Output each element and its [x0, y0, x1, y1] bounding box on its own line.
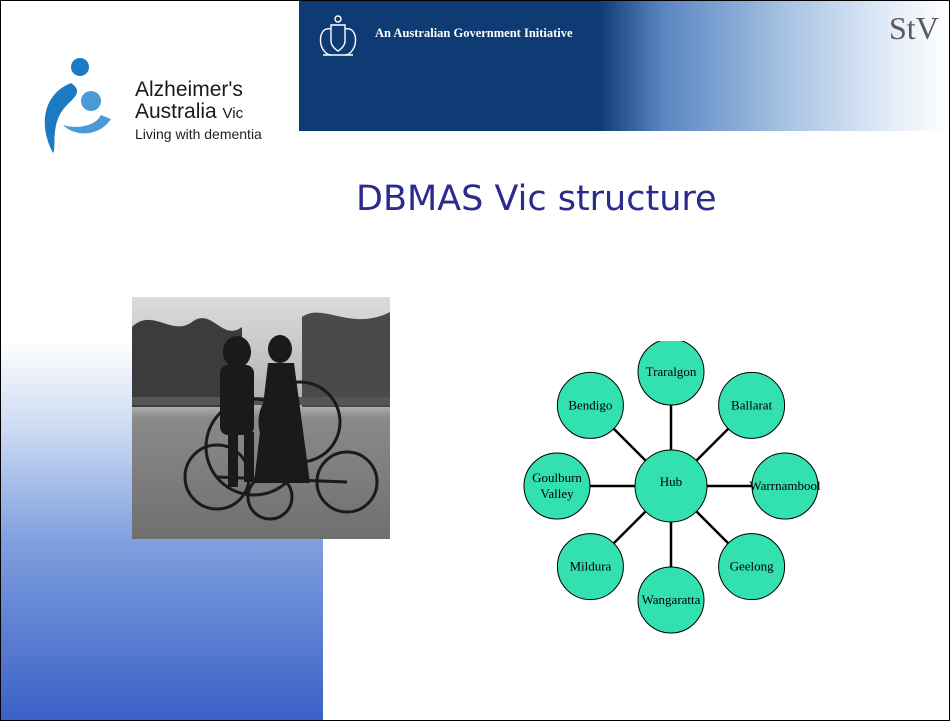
dementia-figure-icon: [44, 58, 111, 153]
spoke-label-wangaratta: Wangaratta: [642, 592, 701, 607]
hub-node: [634, 449, 708, 523]
alzheimers-australia-logo: Alzheimer's Australia Vic Living with de…: [35, 53, 305, 163]
svg-text:StV: StV: [889, 10, 939, 46]
spoke-node-ballarat: [718, 371, 786, 439]
tandem-tricycle-icon: [132, 297, 390, 539]
spoke-label-bendigo: Bendigo: [568, 397, 612, 412]
spoke-label-traralgon: Traralgon: [646, 364, 697, 379]
spoke-node-goulburn-valley: [523, 452, 591, 520]
spoke-label-mildura: Mildura: [569, 559, 611, 574]
hub-label: Hub: [660, 474, 682, 489]
spoke-node-geelong: [718, 533, 786, 601]
government-initiative-text: An Australian Government Initiative: [375, 26, 573, 40]
government-banner: An Australian Government Initiative StV: [299, 1, 949, 131]
spoke-label-geelong: Geelong: [730, 559, 775, 574]
spoke-label-ballarat: Ballarat: [731, 397, 773, 412]
spoke-node-bendigo: [556, 371, 624, 439]
spoke-node-wangaratta: [637, 566, 705, 634]
historic-tricycle-photo: [132, 297, 390, 539]
coat-of-arms-icon: [319, 15, 357, 56]
logo-tagline: Living with dementia: [135, 126, 262, 142]
stv-logo-icon: StV: [889, 10, 939, 46]
spoke-node-warrnambool: [751, 452, 819, 520]
slide-title: DBMAS Vic structure: [356, 179, 717, 219]
spoke-node-traralgon: [637, 341, 705, 406]
hub-spoke-diagram: TraralgonBallaratWarrnamboolGeelongWanga…: [523, 341, 821, 634]
spoke-label-warrnambool: Warrnambool: [749, 478, 821, 493]
logo-line-1: Alzheimer's: [135, 78, 243, 101]
logo-line-2: Australia Vic: [135, 100, 244, 123]
spoke-node-mildura: [556, 533, 624, 601]
